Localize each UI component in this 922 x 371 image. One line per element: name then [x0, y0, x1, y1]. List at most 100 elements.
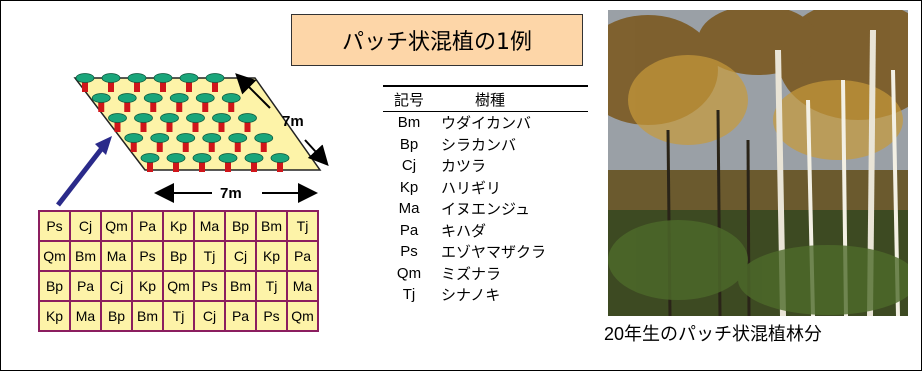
tree-icon [228, 133, 248, 143]
species-name: キハダ [441, 222, 487, 240]
species-name: イヌエンジュ [441, 201, 530, 219]
tree-icon [179, 73, 199, 83]
patch-plot-diagram: 7m 7m [56, 73, 329, 207]
depth-arrow-lower [304, 139, 329, 166]
species-code: Pa [399, 221, 419, 239]
species-code: Bm [397, 114, 421, 132]
grid-cell: Bm [69, 240, 102, 272]
tree-icon [75, 73, 95, 83]
depth-label: 7m [282, 113, 304, 130]
tree-trunk [277, 158, 283, 172]
tree-trunk [251, 158, 257, 172]
grid-cell: Ps [38, 210, 71, 242]
grid-cell: Tj [255, 270, 288, 302]
grid-cell: Ma [193, 210, 226, 242]
tree-trunk [212, 78, 218, 92]
grid-cell: Cj [193, 300, 226, 332]
grid-cell: Bp [38, 270, 71, 302]
tree-icon [186, 113, 205, 123]
grid-cell: Kp [255, 240, 288, 272]
grid-cell: Bp [100, 300, 133, 332]
tree-icon [108, 113, 127, 123]
grid-cell: Qm [38, 240, 71, 272]
tree-trunk [182, 138, 189, 152]
grid-cell: Pa [69, 270, 102, 302]
tree-array [75, 73, 290, 172]
tree-trunk [156, 138, 163, 152]
tree-icon [270, 153, 290, 163]
tree-trunk [186, 78, 192, 92]
enlarge-arrow-icon [56, 141, 108, 207]
species-name: ウダイカンバ [441, 115, 532, 133]
grid-cell: Tj [286, 210, 319, 242]
tree-trunk [199, 158, 205, 172]
species-name: ハリギリ [441, 179, 502, 197]
species-code: Bp [399, 135, 419, 153]
grid-cell: Pa [286, 240, 319, 272]
grid-cell: Pa [131, 210, 164, 242]
title-box: パッチ状混植の1例 [291, 14, 583, 66]
width-label: 7m [220, 185, 242, 202]
tree-icon [254, 133, 274, 143]
species-code: Ps [400, 243, 418, 261]
tree-trunk [225, 158, 231, 172]
tree-icon [127, 73, 147, 83]
grid-cell: Ma [286, 270, 319, 302]
header-code: 記号 [393, 91, 424, 109]
grid-cell: Bm [224, 270, 257, 302]
tree-trunk [130, 138, 137, 152]
tree-trunk [147, 158, 153, 172]
grid-cell: Bp [162, 240, 195, 272]
species-table-header: 記号 樹種 [383, 85, 588, 112]
tree-icon [134, 113, 153, 123]
tree-trunk [218, 118, 225, 132]
species-row: Bm ウダイカンバ [383, 112, 588, 134]
tree-trunk [244, 118, 251, 132]
tree-icon [244, 153, 264, 163]
species-name: ミズナラ [441, 265, 502, 283]
tree-icon [238, 113, 257, 123]
tree-icon [101, 73, 121, 83]
figure-title: パッチ状混植の1例 [342, 30, 532, 55]
grid-cell: Ma [69, 300, 102, 332]
tree-trunk [192, 118, 199, 132]
grid-cell: Cj [69, 210, 102, 242]
species-code: Qm [396, 264, 422, 282]
arrow-icon [95, 136, 112, 155]
tree-trunk [202, 98, 209, 112]
tree-trunk [260, 138, 267, 152]
grid-cell: Kp [38, 300, 71, 332]
grid-cell: Cj [100, 270, 133, 302]
grid-cell: Ps [131, 240, 164, 272]
species-row: Pa キハダ [383, 220, 588, 242]
tree-icon [124, 133, 144, 143]
species-row: Ma イヌエンジュ [383, 198, 588, 220]
tree-trunk [173, 158, 179, 172]
forest-photo [608, 10, 908, 316]
species-code: Ma [398, 200, 420, 218]
grid-cell: Qm [286, 300, 319, 332]
header-name: 樹種 [475, 91, 506, 109]
tree-icon [212, 113, 231, 123]
tree-icon [202, 133, 222, 143]
tree-icon [192, 153, 212, 163]
species-code: Kp [399, 178, 419, 196]
tree-trunk [140, 118, 147, 132]
grid-cell: Kp [131, 270, 164, 302]
tree-trunk [150, 98, 157, 112]
tree-icon [218, 153, 238, 163]
tree-icon [140, 153, 160, 163]
grid-cell: Pa [224, 300, 257, 332]
tree-trunk [176, 98, 183, 112]
species-code: Cj [401, 157, 417, 175]
species-code: Tj [402, 286, 416, 304]
tree-icon [195, 93, 215, 103]
